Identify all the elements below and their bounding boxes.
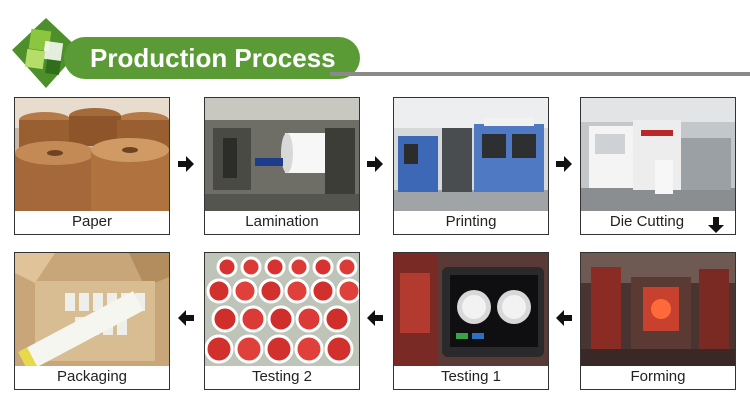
step-card-die-cutting: Die Cutting (580, 97, 736, 235)
title-banner (64, 37, 360, 79)
filled-cups-photo (205, 253, 359, 366)
arrow-right-icon (366, 155, 384, 173)
header-divider (330, 72, 750, 76)
lamination-machine-photo (205, 98, 359, 211)
step-label: Testing 2 (251, 368, 313, 385)
step-card-testing-2: Testing 2 (204, 252, 360, 390)
page-title: Production Process (90, 43, 336, 73)
arrow-left-icon (366, 309, 384, 327)
brand-logo-icon (6, 12, 86, 92)
forming-machine-photo (581, 253, 735, 366)
step-label: Forming (630, 368, 686, 385)
printing-machine-photo (394, 98, 548, 211)
step-label: Paper (71, 213, 113, 230)
step-card-forming: Forming (580, 252, 736, 390)
arrow-down-icon (707, 216, 725, 234)
die-cutting-machine-photo (581, 98, 735, 211)
step-card-lamination: Lamination (204, 97, 360, 235)
step-label: Die Cutting (609, 213, 685, 230)
arrow-left-icon (177, 309, 195, 327)
arrow-right-icon (177, 155, 195, 173)
step-label: Testing 1 (440, 368, 502, 385)
arrow-left-icon (555, 309, 573, 327)
step-label: Printing (445, 213, 497, 230)
packaging-box-photo (15, 253, 169, 366)
arrow-right-icon (555, 155, 573, 173)
step-card-testing-1: Testing 1 (393, 252, 549, 390)
paper-rolls-photo (15, 98, 169, 211)
step-card-printing: Printing (393, 97, 549, 235)
step-card-packaging: Packaging (14, 252, 170, 390)
step-label: Packaging (56, 368, 128, 385)
step-card-paper: Paper (14, 97, 170, 235)
inspection-screen-photo (394, 253, 548, 366)
step-label: Lamination (245, 213, 319, 230)
